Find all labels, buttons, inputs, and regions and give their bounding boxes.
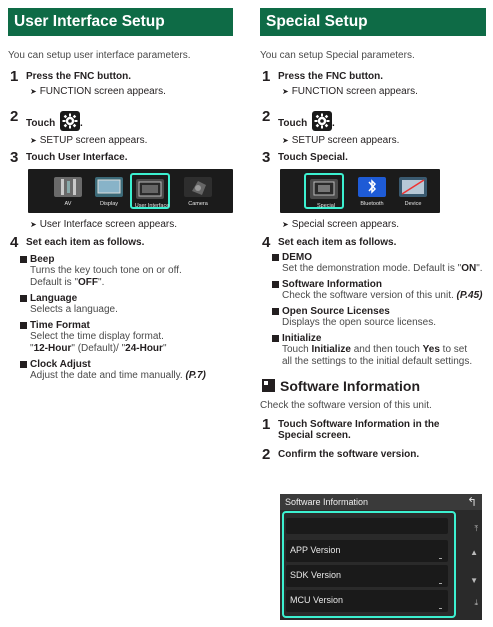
bluetooth-icon bbox=[358, 177, 386, 197]
scroll-up-icon[interactable]: ▲ bbox=[470, 548, 478, 557]
item-clock-adjust: Clock Adjust Adjust the date and time ma… bbox=[8, 359, 233, 382]
settings-gear-icon[interactable] bbox=[312, 111, 333, 131]
subsection-intro: Check the software version of this unit. bbox=[260, 400, 432, 411]
av-icon bbox=[54, 177, 82, 197]
step-2: 2 Touch . bbox=[262, 108, 335, 131]
software-information-screen: Software Information ↰ APP Version SDK V… bbox=[280, 494, 482, 620]
list-item-sdk-version[interactable]: SDK Version bbox=[286, 565, 448, 587]
settings-gear-icon[interactable] bbox=[60, 111, 81, 131]
step-3-result: ➤User Interface screen appears. bbox=[30, 219, 177, 230]
tile-device[interactable]: Device bbox=[395, 173, 431, 209]
item-initialize: Initialize Touch Initialize and then tou… bbox=[260, 333, 486, 368]
item-beep: Beep Turns the key touch tone on or off.… bbox=[8, 254, 233, 289]
tile-special[interactable]: Special bbox=[304, 173, 344, 209]
tile-display[interactable]: Display bbox=[91, 173, 127, 209]
step-3-result: ➤Special screen appears. bbox=[282, 219, 399, 230]
list-item-app-version[interactable]: APP Version bbox=[286, 540, 448, 562]
scroll-bottom-icon[interactable]: ⤓ bbox=[474, 598, 478, 607]
highlight-frame bbox=[282, 511, 456, 618]
step-4: 4 Set each item as follows. bbox=[262, 234, 397, 251]
tile-camera[interactable]: Camera bbox=[180, 173, 216, 209]
step-2-result: ➤SETUP screen appears. bbox=[30, 135, 148, 146]
setup-menu-screenshot: AV Display User Interface Camera bbox=[28, 169, 233, 213]
item-software-information: Software Information Check the software … bbox=[260, 279, 486, 302]
subsection-title-software-information: Software Information bbox=[260, 378, 486, 394]
step-4: 4 Set each item as follows. bbox=[10, 234, 145, 251]
sub-step-2: 2 Confirm the software version. bbox=[262, 446, 420, 463]
intro-text: You can setup user interface parameters. bbox=[8, 50, 191, 61]
list-item-mcu-version[interactable]: MCU Version bbox=[286, 590, 448, 612]
device-icon bbox=[399, 177, 427, 197]
step-1: 1 Press the FNC button. bbox=[10, 68, 132, 85]
step-3: 3 Touch User Interface. bbox=[10, 149, 128, 166]
item-open-source-licenses: Open Source Licenses Displays the open s… bbox=[260, 306, 486, 329]
left-column: User Interface Setup You can setup user … bbox=[8, 8, 233, 382]
right-column: Special Setup You can setup Special para… bbox=[260, 8, 486, 463]
sub-step-1: 1 Touch Software Information in the Spec… bbox=[262, 416, 440, 441]
tile-av[interactable]: AV bbox=[50, 173, 86, 209]
page-reference[interactable]: (P.7) bbox=[185, 370, 206, 381]
special-icon bbox=[310, 179, 338, 199]
scroll-down-icon[interactable]: ▼ bbox=[470, 576, 478, 585]
page-reference[interactable]: (P.45) bbox=[456, 290, 483, 301]
intro-text: You can setup Special parameters. bbox=[260, 50, 415, 61]
user-interface-icon bbox=[136, 179, 164, 199]
setup-menu-screenshot: Special Bluetooth Device bbox=[280, 169, 440, 213]
section-title-special-setup: Special Setup bbox=[260, 8, 486, 36]
camera-icon bbox=[184, 177, 212, 197]
step-2-result: ➤SETUP screen appears. bbox=[282, 135, 400, 146]
step-1-result: ➤FUNCTION screen appears. bbox=[30, 86, 166, 97]
display-icon bbox=[95, 177, 123, 197]
item-language: Language Selects a language. bbox=[8, 293, 233, 316]
step-1-result: ➤FUNCTION screen appears. bbox=[282, 86, 418, 97]
step-1: 1 Press the FNC button. bbox=[262, 68, 384, 85]
step-2: 2 Touch . bbox=[10, 108, 83, 131]
step-3: 3 Touch Special. bbox=[262, 149, 348, 166]
back-arrow-icon[interactable]: ↰ bbox=[466, 495, 477, 509]
screen-title-bar: Software Information bbox=[280, 494, 482, 510]
item-demo: DEMO Set the demonstration mode. Default… bbox=[260, 252, 486, 275]
section-title-user-interface: User Interface Setup bbox=[8, 8, 233, 36]
tile-user-interface[interactable]: User Interface bbox=[130, 173, 170, 209]
scroll-top-icon[interactable]: ⤒ bbox=[474, 524, 478, 533]
item-time-format: Time Format Select the time display form… bbox=[8, 320, 233, 355]
tile-bluetooth[interactable]: Bluetooth bbox=[354, 173, 390, 209]
list-item[interactable] bbox=[286, 518, 448, 534]
